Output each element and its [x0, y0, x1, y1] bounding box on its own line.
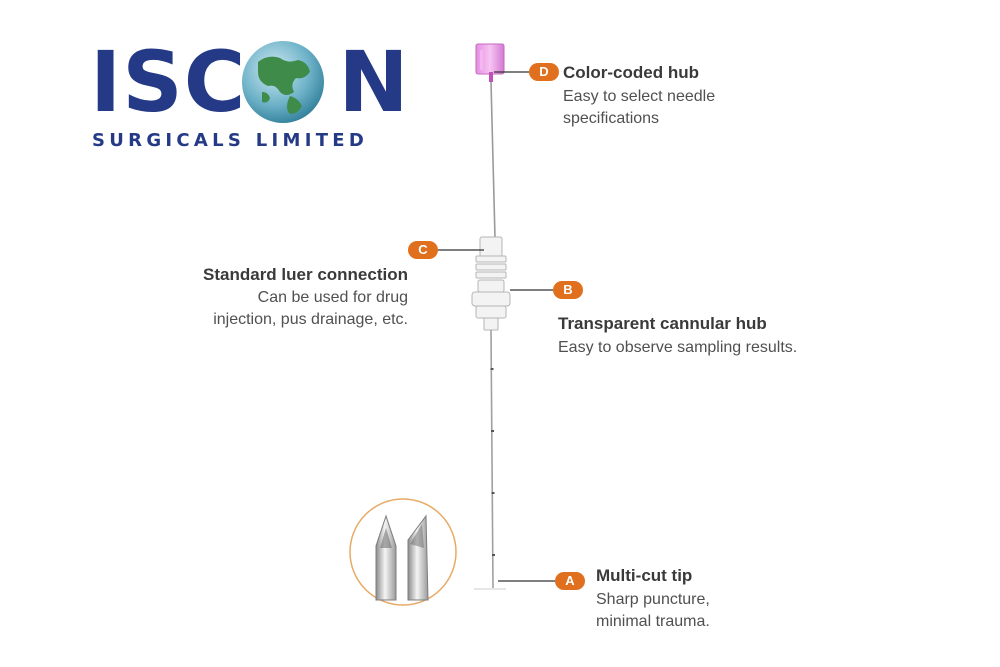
brand-subtitle: SURGICALS LIMITED: [92, 130, 369, 151]
badge-c: C: [408, 241, 438, 259]
callout-a-title: Multi-cut tip: [596, 566, 693, 585]
callout-c-title: Standard luer connection: [203, 265, 408, 284]
callout-d-line-1: Easy to select needle: [563, 88, 716, 105]
transparent-cannular-hub: [471, 236, 511, 331]
logo-text-left: ISC: [90, 33, 247, 131]
logo-text-right: N: [338, 33, 410, 131]
callout-d-line-2: specifications: [563, 110, 660, 127]
callout-a-line-2: minimal trauma.: [596, 613, 710, 630]
callout-c-line-1: Can be used for drug: [257, 289, 408, 306]
needle-shaft-lower: [490, 329, 494, 589]
callout-c-line-2: injection, pus drainage, etc.: [213, 311, 408, 328]
color-coded-hub: [475, 43, 505, 82]
callout-a-line-1: Sharp puncture,: [596, 591, 710, 608]
depth-markings: [490, 368, 495, 556]
badge-b: B: [553, 281, 583, 299]
needle-shaft-upper: [490, 81, 496, 239]
tip-magnifier: [349, 498, 457, 606]
badge-a: A: [555, 572, 585, 590]
callout-b-line-1: Easy to observe sampling results.: [558, 339, 798, 356]
globe-icon: [242, 41, 324, 123]
badge-d: D: [529, 63, 559, 81]
callout-b-title: Transparent cannular hub: [558, 314, 767, 333]
callout-d-title: Color-coded hub: [563, 63, 699, 82]
